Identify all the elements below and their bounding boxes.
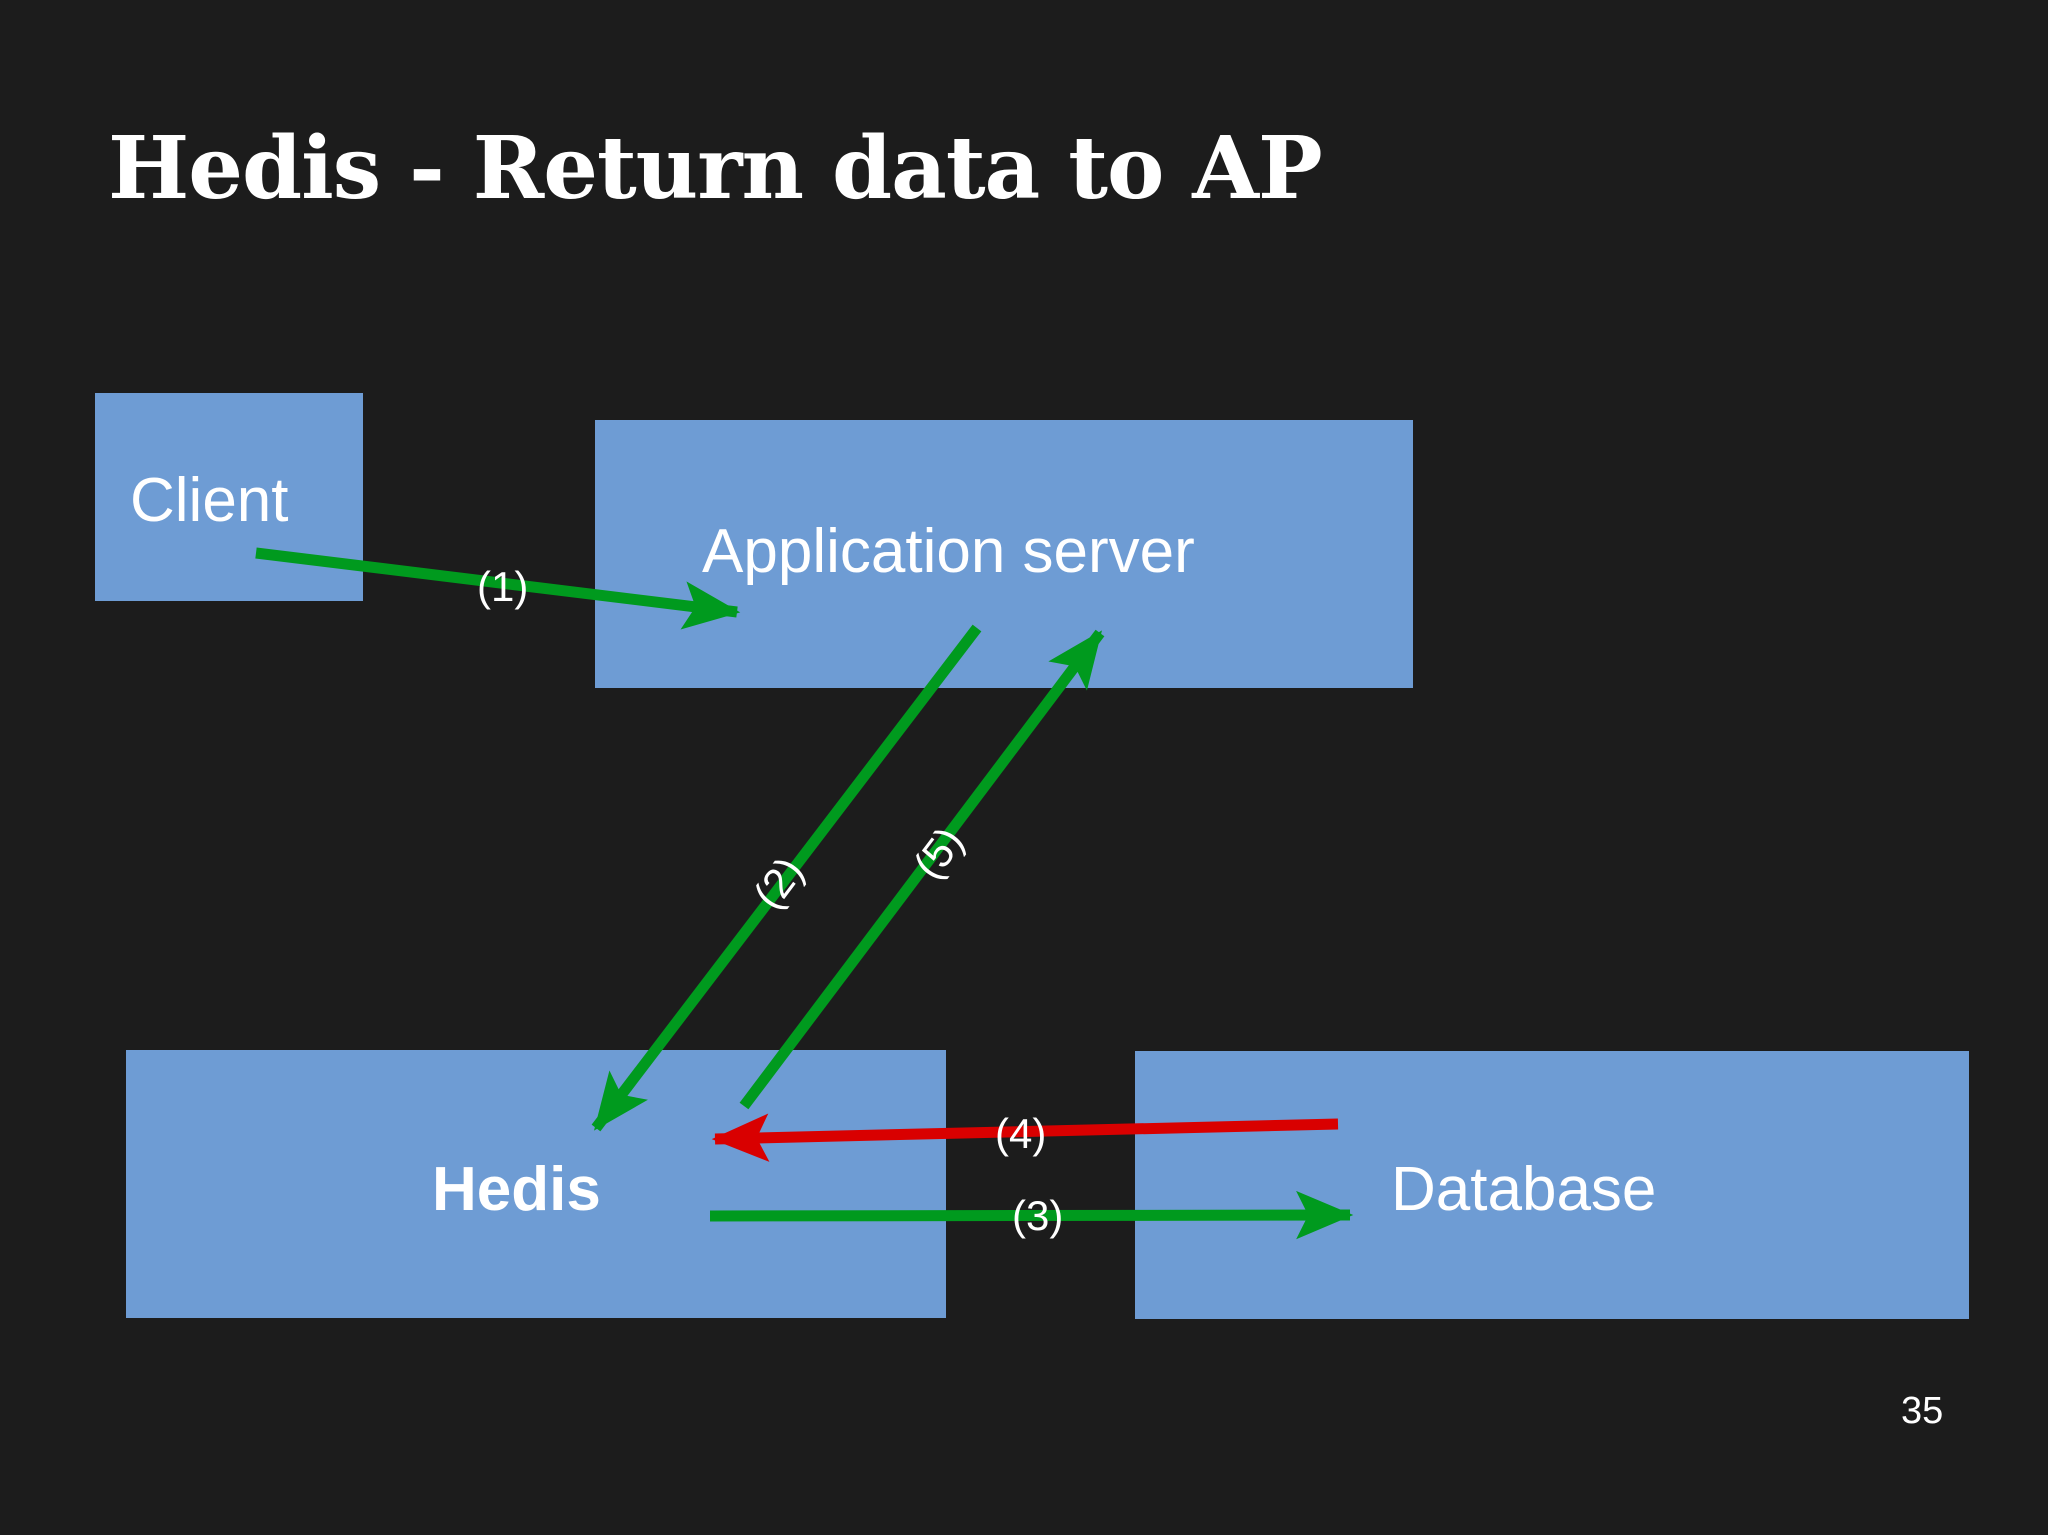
step-number-4: (4)	[995, 1110, 1047, 1157]
node-label-application-server: Application server	[702, 517, 1195, 586]
page-title: Hedis - Return data to AP	[108, 118, 1323, 219]
step-number-1: (1)	[477, 563, 529, 610]
node-label-hedis: Hedis	[432, 1155, 601, 1224]
node-label-database: Database	[1391, 1155, 1657, 1224]
node-box-database	[1135, 1051, 1969, 1319]
step-number-3: (3)	[1012, 1192, 1064, 1239]
page-number: 35	[1901, 1390, 1944, 1432]
node-label-client: Client	[130, 466, 289, 535]
step-number-5: (5)	[904, 818, 973, 888]
step-number-2: (2)	[744, 848, 813, 918]
